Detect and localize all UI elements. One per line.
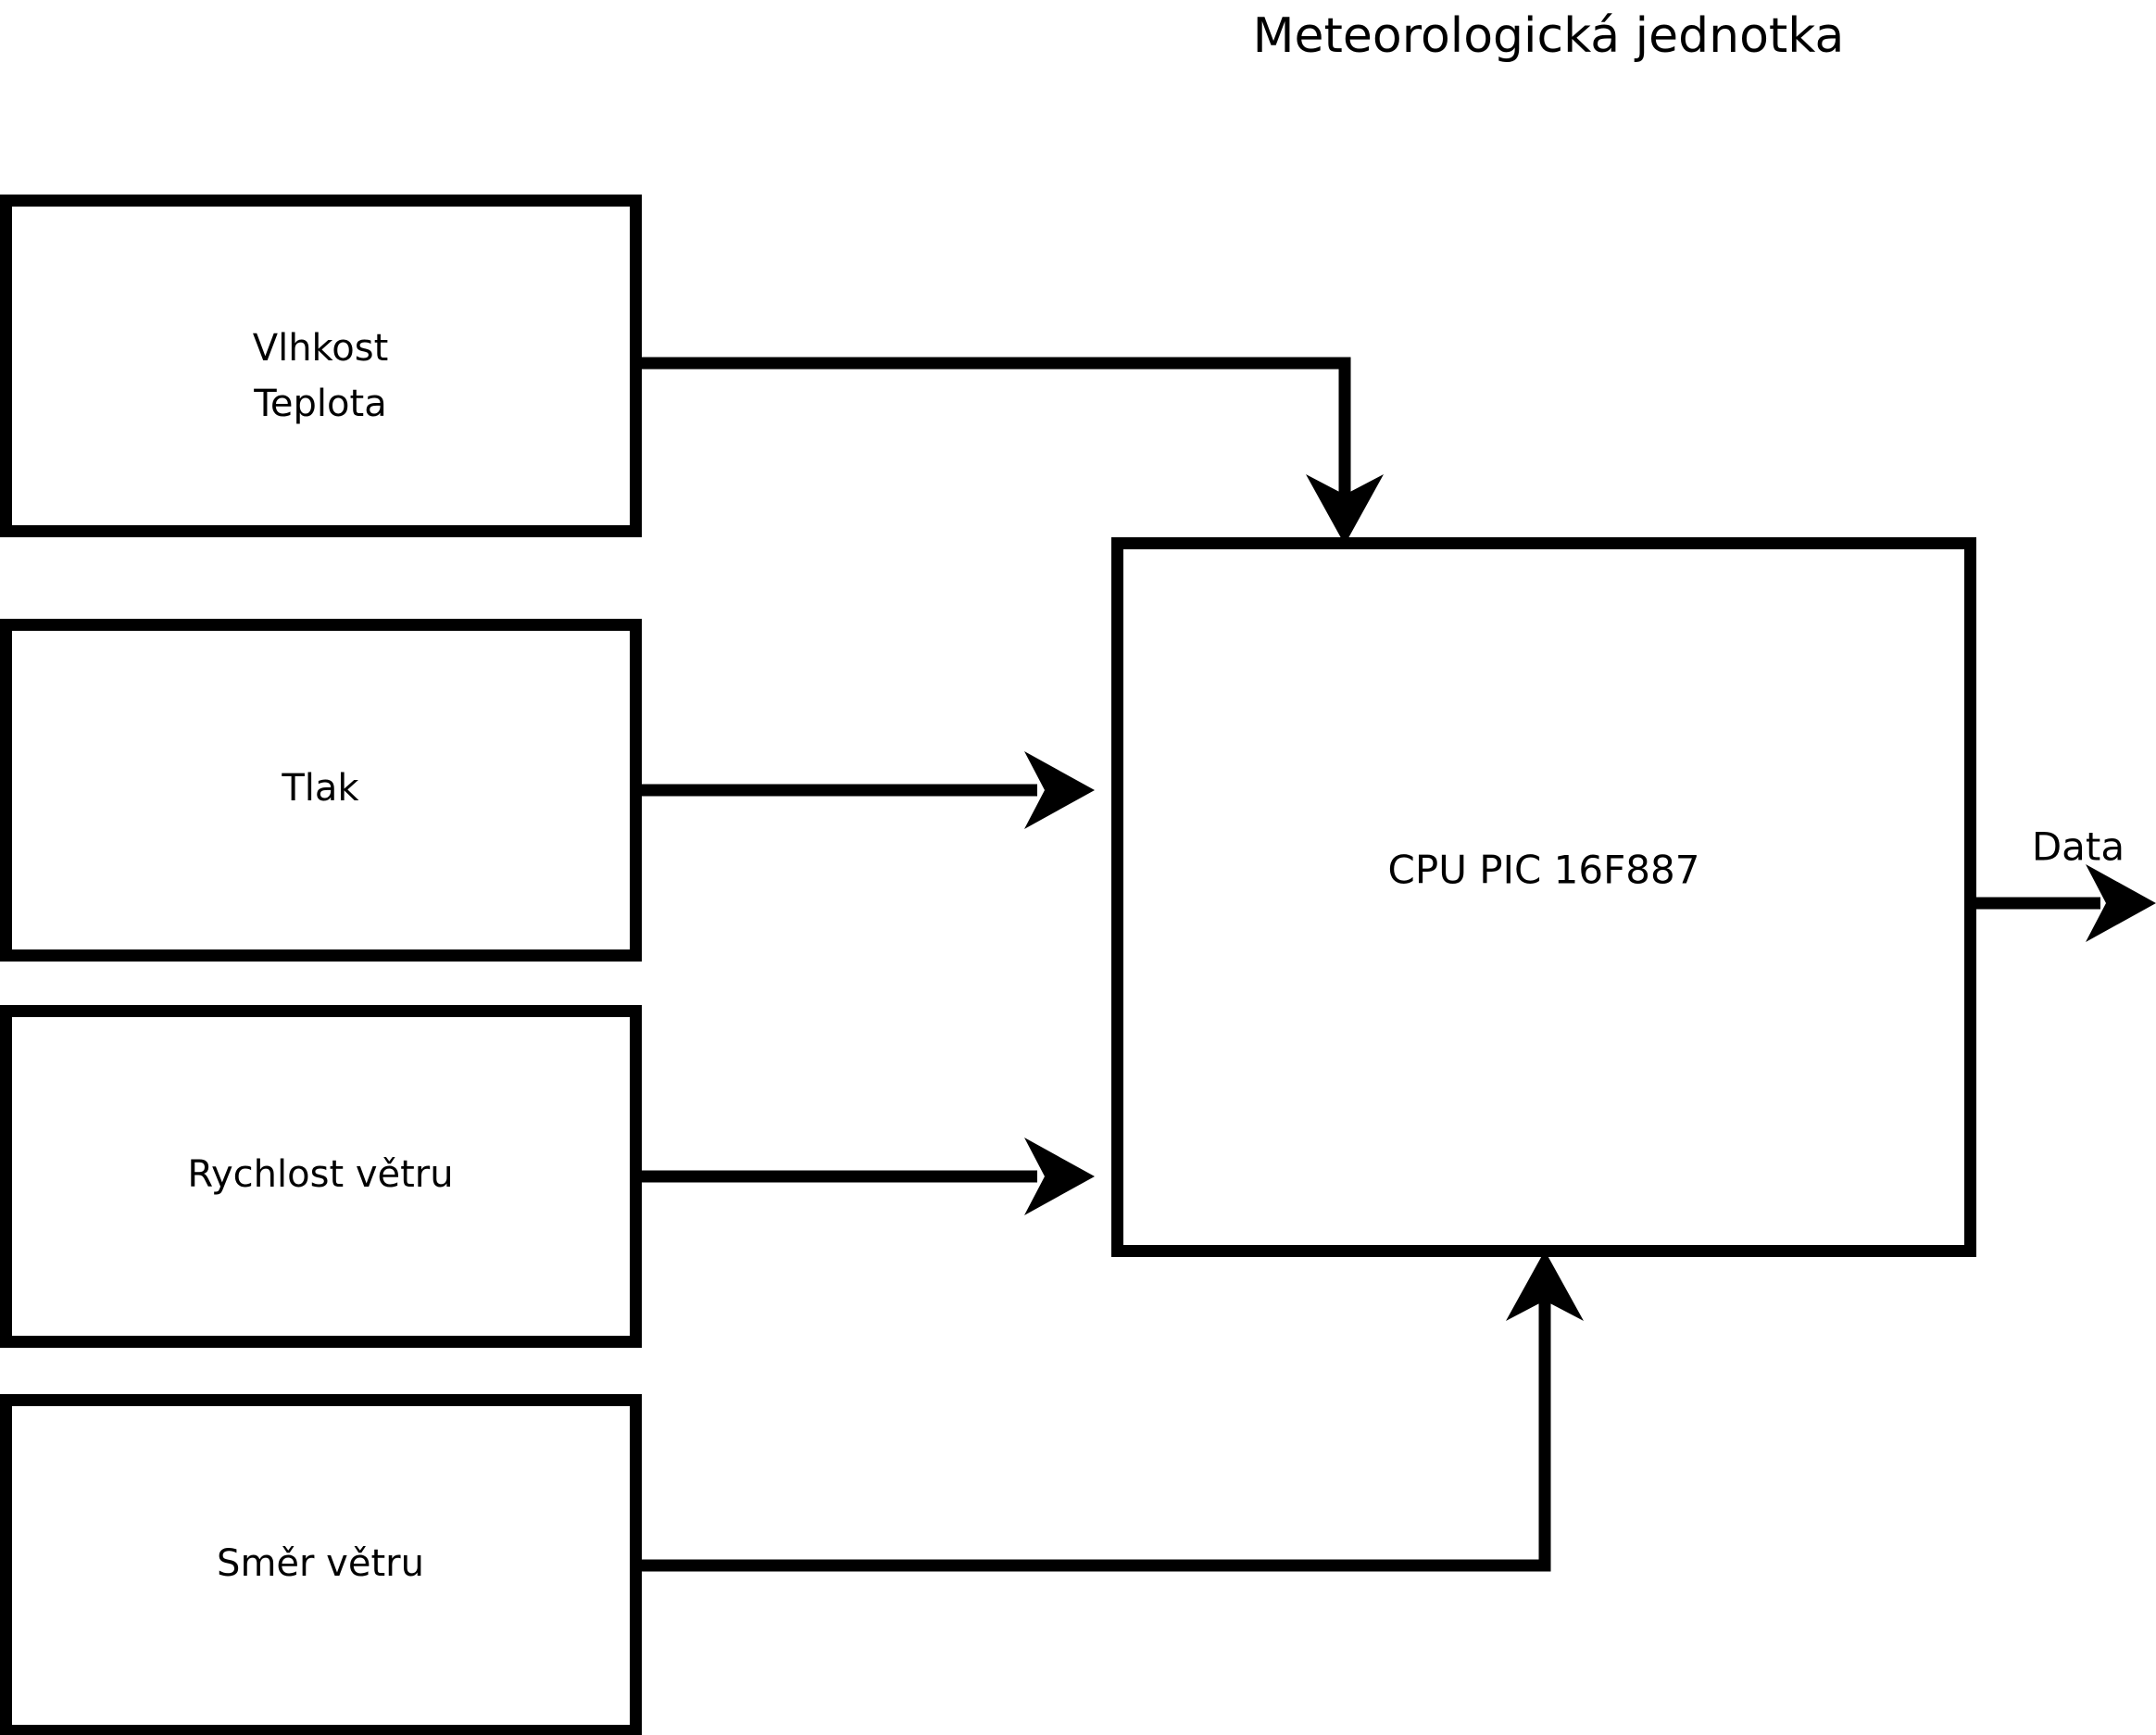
arrow-head-right-data-output: [2086, 864, 2156, 942]
block-pressure-rect: [0, 619, 642, 962]
connector-wind-direction-path: [635, 1297, 1551, 1572]
block-wind-speed-rect: [0, 1005, 642, 1348]
block-humidity-temperature-rect: [0, 195, 642, 537]
block-humidity-temperature-label-line1: Vlhkost: [253, 327, 389, 370]
connector-wind-direction-to-cpu: [635, 1251, 1584, 1572]
block-pressure-label: Tlak: [281, 767, 359, 810]
block-humidity-temperature[interactable]: Vlhkost Teplota: [0, 195, 642, 537]
block-cpu-label: CPU PIC 16F887: [1388, 848, 1700, 893]
page-title: Meteorologická jednotka: [1253, 8, 1845, 64]
block-cpu[interactable]: CPU PIC 16F887: [1111, 537, 1976, 1257]
connector-humidity-temperature-path: [635, 357, 1351, 500]
block-pressure[interactable]: Tlak: [0, 619, 642, 962]
arrow-head-right-pressure: [1024, 751, 1095, 829]
block-wind-speed[interactable]: Rychlost větru: [0, 1005, 642, 1348]
block-wind-speed-label: Rychlost větru: [187, 1153, 453, 1196]
connector-humidity-temperature-to-cpu: [635, 357, 1384, 545]
data-output-label: Data: [2032, 824, 2125, 870]
block-cpu-rect: [1111, 537, 1976, 1257]
connector-wind-speed-to-cpu: [635, 1138, 1095, 1215]
arrow-head-up-into-cpu: [1506, 1251, 1584, 1321]
block-humidity-temperature-label-line2: Teplota: [253, 383, 386, 425]
block-wind-direction[interactable]: Směr větru: [0, 1394, 642, 1735]
block-wind-direction-label: Směr větru: [217, 1542, 424, 1585]
arrow-head-right-wind-speed: [1024, 1138, 1095, 1215]
connector-cpu-to-data-output: Data: [1970, 824, 2156, 942]
connector-pressure-to-cpu: [635, 751, 1095, 829]
arrow-head-down-into-cpu: [1306, 474, 1384, 545]
